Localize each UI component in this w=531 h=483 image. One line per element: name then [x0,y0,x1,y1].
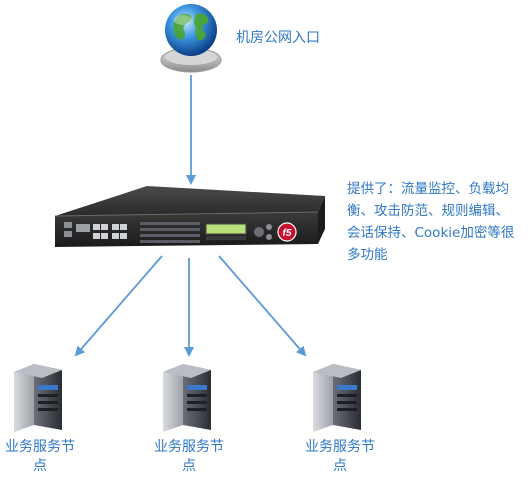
entrance-label: 机房公网入口 [236,30,320,46]
server-label-1: 业务服务节点 [5,439,75,474]
load-balancer-description: 提供了：流量监控、负载均衡、攻击防范、规则编辑、会话保持、Cookie加密等很多… [347,181,515,263]
load-balancer-device: f5 [54,186,325,247]
server-label-2: 业务服务节点 [154,439,224,474]
f5-logo-text: f5 [283,228,292,239]
server-icon-2 [163,364,211,432]
arrow-balancer-to-server-3 [218,255,307,357]
server-icon-3 [313,364,361,432]
arrow-balancer-to-server-1 [74,255,163,357]
server-label-3: 业务服务节点 [305,439,375,474]
globe-icon [160,4,222,73]
f5-logo-icon [277,222,297,242]
server-icon-1 [14,364,62,432]
connection-arrows [74,75,307,357]
